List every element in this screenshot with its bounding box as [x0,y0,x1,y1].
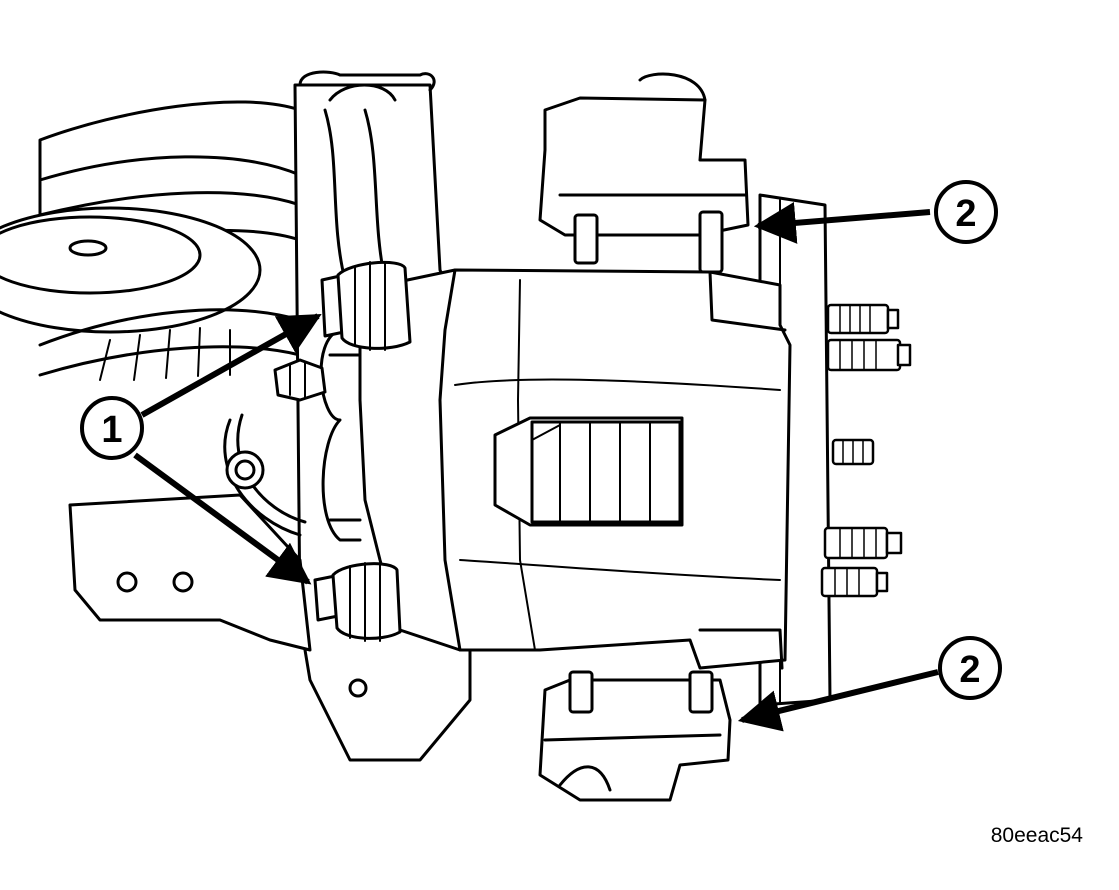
coil-spring [0,100,302,381]
figure-id: 80eeac54 [990,824,1083,847]
callout-2-lower-label: 2 [959,649,980,691]
leader-arrow-2-lower [737,669,939,732]
leader-arrow-1-lower [133,452,312,585]
bleeder-screw [273,358,327,402]
upper-guide-pin-bolt [320,260,412,351]
lower-caliper-adapter [538,670,732,802]
callout-1: 1 [80,396,144,460]
wheel-studs [820,303,912,598]
upper-caliper-adapter [538,72,750,274]
lower-bracket [68,493,312,652]
lower-guide-pin-bolt [313,562,402,642]
callout-2-upper-label: 2 [955,193,976,235]
caliper-inspection-window [493,416,684,527]
leader-arrow-2-upper [753,202,931,244]
callout-1-label: 1 [101,409,122,451]
leader-arrow-1-upper [140,313,322,418]
brake-hose [223,413,307,537]
leader-lines [133,202,939,732]
callout-2-lower: 2 [938,636,1002,700]
callout-2-upper: 2 [934,180,998,244]
